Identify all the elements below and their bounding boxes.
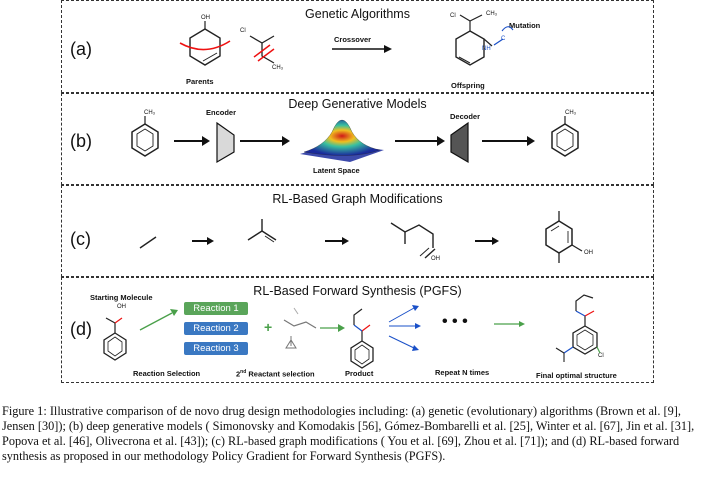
start-benzene xyxy=(103,332,127,361)
starting-molecule-label: Starting Molecule xyxy=(90,293,153,302)
reaction-1-box: Reaction 1 xyxy=(184,302,248,315)
panel-label: (b) xyxy=(70,131,92,151)
panel-title: RL-Based Graph Modifications xyxy=(272,192,443,206)
offspring-ring xyxy=(455,30,485,66)
atom-ch3: CH₃ xyxy=(272,65,284,71)
cut-line xyxy=(179,40,231,51)
panel-deep-generative: Deep Generative Models (b) Encoder Decod… xyxy=(61,93,654,185)
encoder-shape xyxy=(216,121,235,164)
parent2-chain xyxy=(249,35,275,64)
latent-peak xyxy=(303,119,381,156)
diene xyxy=(390,222,434,248)
reaction-selection-label: Reaction Selection xyxy=(133,369,201,378)
alkene xyxy=(247,230,277,241)
decoder-label: Decoder xyxy=(450,112,481,121)
atom-oh: OH xyxy=(201,15,210,21)
encoder-label: Encoder xyxy=(206,108,237,117)
atom-cl: Cl xyxy=(450,13,456,19)
atom-ch3: CH₃ xyxy=(144,110,156,116)
repeat-label: Repeat N times xyxy=(435,368,490,377)
final-ring xyxy=(572,325,598,355)
product-benzene xyxy=(350,340,374,369)
panel-genetic-algorithms: Genetic Algorithms (a) Parents Crossover… xyxy=(61,0,654,93)
atom-cl: Cl xyxy=(598,353,604,359)
mutation-arrow xyxy=(501,26,514,32)
second-reactant-label: 2nd Reactant selection xyxy=(236,369,315,379)
atom-cl: Cl xyxy=(240,28,246,34)
panel-label: (c) xyxy=(70,229,91,249)
reactant-2 xyxy=(283,319,317,329)
decoder-shape xyxy=(450,121,469,164)
panel-label: (d) xyxy=(70,319,92,339)
parent1-ring xyxy=(189,28,221,66)
product-label: Product xyxy=(345,369,374,378)
output-benzene xyxy=(551,123,579,157)
atom-oh: OH xyxy=(117,304,126,310)
svg-text:+: + xyxy=(264,319,272,335)
panel-rl-graph: RL-Based Graph Modifications (c) OH OH xyxy=(61,185,654,277)
reaction-2-box: Reaction 2 xyxy=(184,322,248,335)
panel-title: Deep Generative Models xyxy=(288,97,427,111)
ellipsis: • • • xyxy=(442,313,468,330)
atom-ch3: CH₃ xyxy=(565,110,577,116)
atom-nh: NH xyxy=(482,46,491,52)
atom-c: C xyxy=(501,36,506,42)
genetic-drawing xyxy=(179,14,514,66)
atom-oh: OH xyxy=(584,250,593,256)
parents-label: Parents xyxy=(186,77,214,86)
atom-oh: OH xyxy=(431,256,440,262)
panel-title: Genetic Algorithms xyxy=(305,7,410,21)
panel-title: RL-Based Forward Synthesis (PGFS) xyxy=(253,284,462,298)
crossover-label: Crossover xyxy=(334,35,372,44)
mutation-label: Mutation xyxy=(509,21,541,30)
atom-ch3: CH₃ xyxy=(486,11,498,17)
figure-caption: Figure 1: Illustrative comparison of de … xyxy=(2,404,695,463)
panel-label: (a) xyxy=(70,39,92,59)
reaction-3-box: Reaction 3 xyxy=(184,342,248,355)
graph-mod-drawing xyxy=(139,211,583,263)
forward-synthesis-drawing: + xyxy=(103,294,601,369)
input-benzene xyxy=(131,123,159,157)
vae-drawing xyxy=(131,116,579,164)
panel-rl-forward-synthesis: RL-Based Forward Synthesis (PGFS) (d) St… xyxy=(61,277,654,383)
final-structure-label: Final optimal structure xyxy=(536,371,617,380)
ethane xyxy=(139,236,157,249)
offspring-label: Offspring xyxy=(451,81,485,90)
latent-space-label: Latent Space xyxy=(313,166,360,175)
